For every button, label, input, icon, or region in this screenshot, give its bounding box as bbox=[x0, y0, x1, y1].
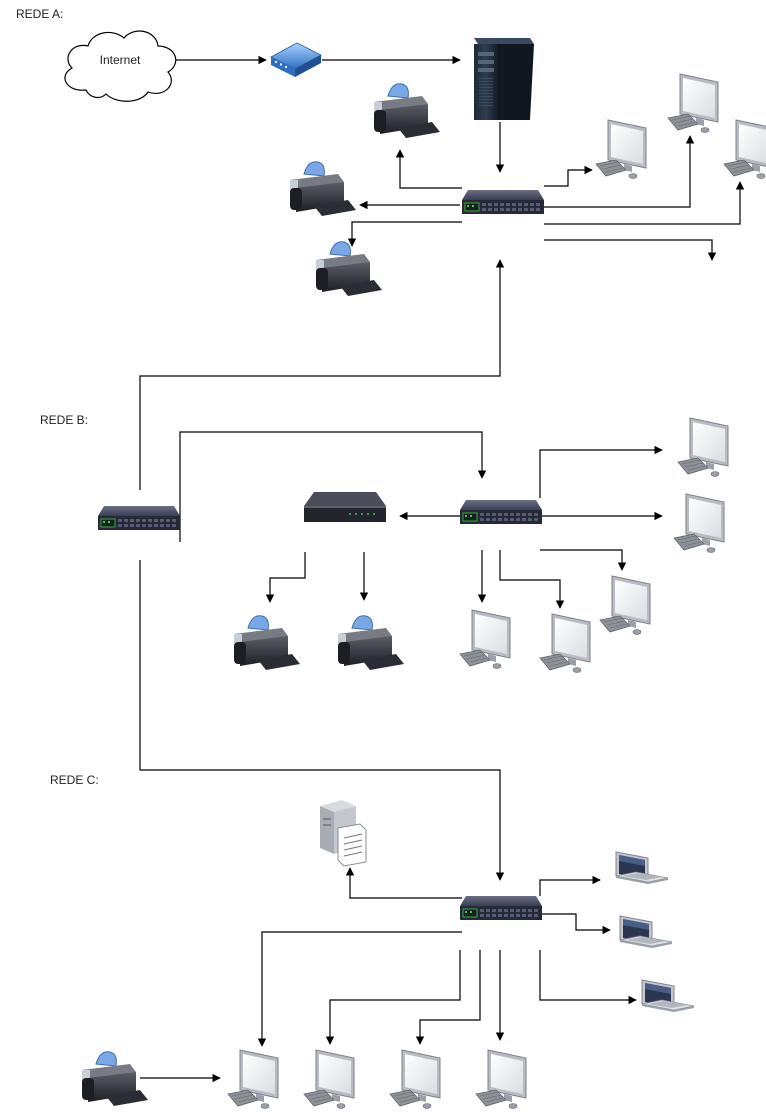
laptop-icon bbox=[615, 851, 669, 885]
edge-switch-a-printer-3 bbox=[347, 221, 462, 247]
printer-icon bbox=[289, 161, 357, 217]
desktop-monitor-icon bbox=[599, 575, 651, 635]
edge-switch-c-pc-1 bbox=[257, 931, 462, 1047]
edge-switch-c-pc-3 bbox=[415, 950, 481, 1045]
printer-icon bbox=[315, 241, 383, 297]
edge-switch-c-laptop-1 bbox=[539, 875, 601, 896]
desktop-monitor-icon bbox=[459, 609, 511, 669]
section-label-rede-b: REDE B: bbox=[40, 413, 88, 427]
laptop-icon bbox=[619, 915, 673, 949]
desktop-monitor-icon bbox=[303, 1049, 355, 1109]
server-tower-icon bbox=[474, 38, 534, 120]
edge-router-printer-1 bbox=[265, 552, 306, 603]
printer-icon bbox=[337, 615, 405, 671]
internet-cloud-icon: Internet bbox=[64, 30, 177, 102]
edge-switch-c-laptop-2 bbox=[540, 913, 611, 935]
desktop-monitor-icon bbox=[539, 613, 591, 673]
edge-switch-b-main-to-switch-a bbox=[139, 259, 505, 490]
desktop-monitor-icon bbox=[389, 1049, 441, 1109]
edge-switch-b-pc-5 bbox=[499, 550, 565, 609]
printer-icon bbox=[81, 1051, 149, 1107]
section-label-rede-c: REDE C: bbox=[50, 773, 99, 787]
edge-switch-c-fileserver bbox=[345, 867, 462, 899]
printer-icon bbox=[373, 83, 441, 139]
modem-icon bbox=[270, 42, 322, 78]
file-server-icon bbox=[319, 799, 367, 867]
desktop-monitor-icon bbox=[475, 1049, 527, 1109]
edge-switch-b-main-to-switch-c bbox=[139, 560, 505, 881]
printer-icon bbox=[233, 615, 301, 671]
desktop-monitor-icon bbox=[595, 119, 647, 179]
router-icon bbox=[304, 492, 386, 522]
edge-switch-b-pc-3 bbox=[540, 549, 627, 571]
network-switch-icon bbox=[459, 895, 543, 921]
edge-switch-a-pc-4 bbox=[544, 239, 717, 261]
network-switch-icon bbox=[459, 499, 543, 525]
edge-switch-c-laptop-3 bbox=[539, 950, 637, 1005]
edge-switch-a-pc-2 bbox=[544, 135, 695, 208]
laptop-icon bbox=[641, 979, 695, 1013]
network-switch-icon bbox=[461, 189, 545, 215]
desktop-monitor-icon bbox=[227, 1049, 279, 1109]
edge-switch-b-pc-1 bbox=[539, 445, 663, 498]
desktop-monitor-icon bbox=[667, 73, 719, 133]
connections bbox=[139, 55, 745, 1083]
network-switch-icon bbox=[97, 505, 181, 531]
cloud-label: Internet bbox=[100, 53, 141, 67]
edge-switch-a-printer-1 bbox=[395, 149, 462, 189]
section-label-rede-a: REDE A: bbox=[16, 7, 63, 21]
desktop-monitor-icon bbox=[723, 119, 766, 179]
desktop-monitor-icon bbox=[673, 493, 725, 553]
desktop-monitor-icon bbox=[677, 417, 729, 477]
edge-switch-b-main-to-switch-b bbox=[179, 431, 487, 542]
edge-switch-a-pc-3 bbox=[544, 181, 745, 225]
edge-switch-a-pc-1 bbox=[544, 165, 593, 187]
edge-switch-c-pc-2 bbox=[325, 950, 461, 1045]
